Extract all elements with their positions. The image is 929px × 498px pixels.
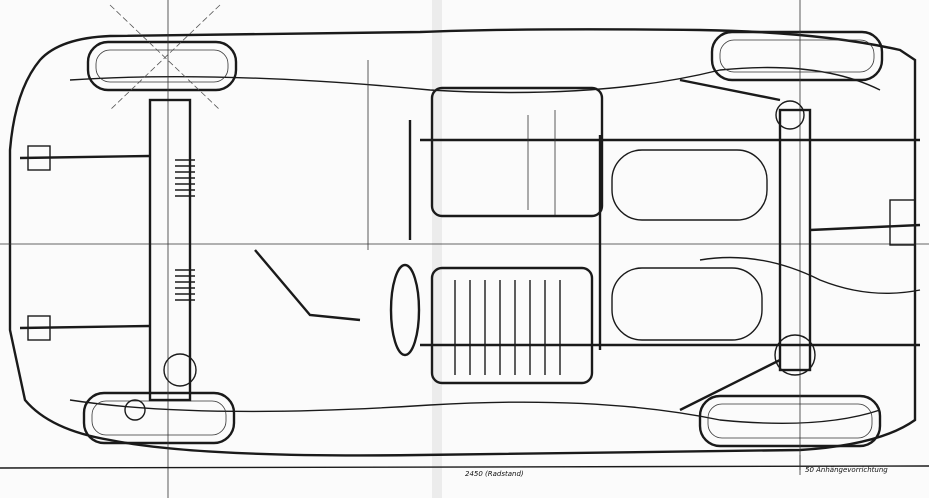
page-fold [432,0,442,498]
body-inner-line [69,66,881,94]
wheelbase-dimension-label: 2450 (Radstand) [465,470,524,478]
hitch-dimension-label: 50 Anhängevorrichtung [805,466,888,474]
seat [430,86,604,385]
steering-column [254,249,361,322]
wheel-front-top [86,4,238,111]
steering-wheel [389,263,421,357]
rear-axle [679,78,921,412]
frame-rails [408,120,920,350]
wheel-rear-top [710,30,884,82]
fuel-tank-lower [611,267,763,341]
body-inner-line-lower [69,399,881,425]
dimension-ticks [367,60,801,475]
wheel-rear-bottom [698,394,882,448]
fuel-tank-upper [611,149,768,221]
dimension-line [0,465,929,469]
exhaust [699,256,921,295]
body-outline [8,28,917,457]
front-suspension [19,98,197,421]
